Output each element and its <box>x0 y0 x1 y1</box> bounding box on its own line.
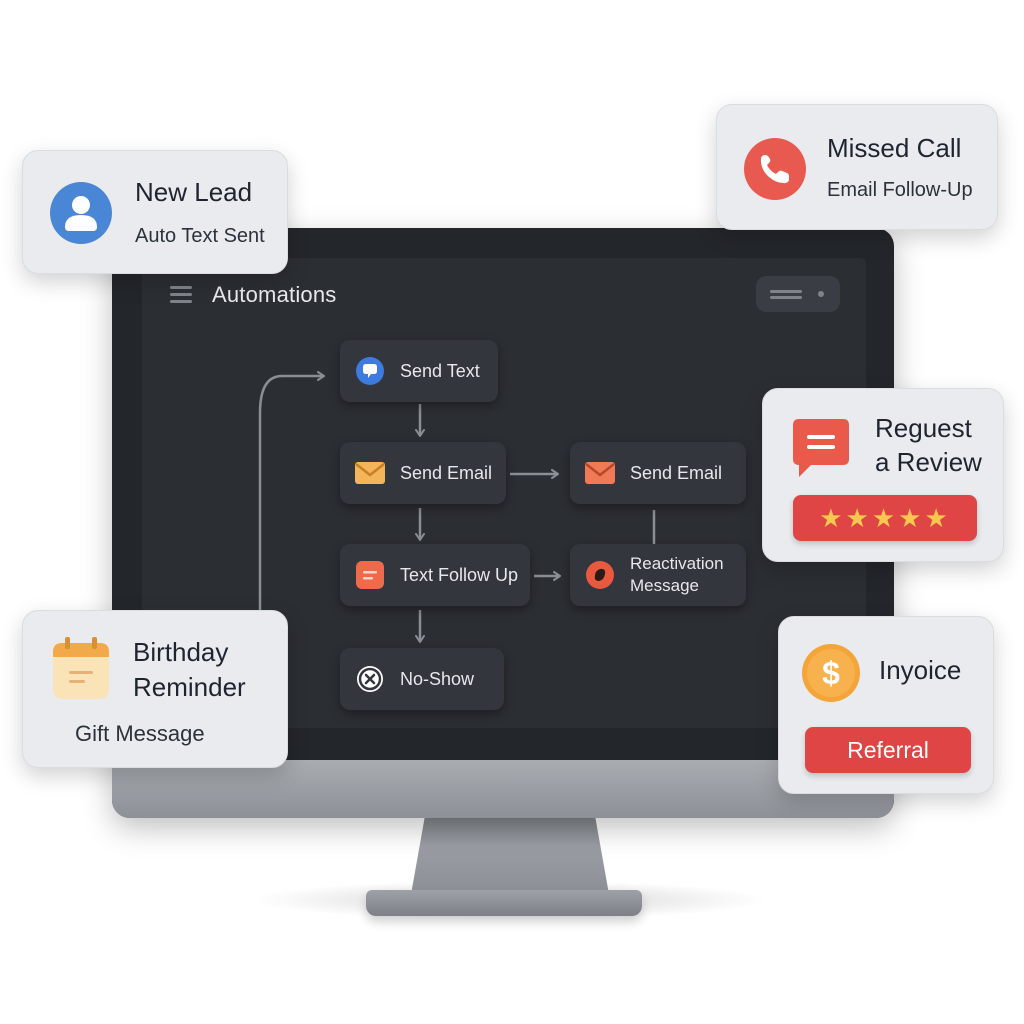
node-label: No-Show <box>400 669 475 689</box>
node-label: Send Email <box>400 463 493 483</box>
card-title: Missed Call <box>827 133 962 163</box>
envelope-icon <box>354 457 386 489</box>
calendar-icon <box>51 635 111 706</box>
flow-node-reactivation-message[interactable]: Reactivation Message <box>570 544 746 606</box>
monitor-chin <box>112 760 894 818</box>
card-subtitle: Email Follow-Up <box>827 179 973 201</box>
card-subtitle: Gift Message <box>75 721 205 746</box>
flow-connectors <box>258 371 656 643</box>
page-title: Automations <box>212 282 337 307</box>
button-label: Referral <box>847 736 929 763</box>
card-title: Reguest a Review <box>875 413 982 477</box>
flow-node-send-text[interactable]: Send Text <box>340 340 498 402</box>
rating-stars[interactable]: ★★★★★ <box>793 495 977 541</box>
flow-node-send-email[interactable]: Send Email <box>340 442 506 504</box>
menu-icon[interactable] <box>170 286 194 304</box>
card-subtitle: Auto Text Sent <box>135 225 265 247</box>
message-icon <box>791 417 851 484</box>
node-label: Send Email <box>630 463 723 483</box>
header-menu-button[interactable] <box>756 276 840 312</box>
node-label: Send Text <box>400 361 480 381</box>
user-icon <box>49 181 113 250</box>
star-rating: ★★★★★ <box>819 502 951 533</box>
x-circle-icon <box>354 663 386 695</box>
monitor-base <box>366 890 642 916</box>
node-label: Text Follow Up <box>400 565 519 585</box>
card-new-lead[interactable]: New Lead Auto Text Sent <box>22 150 288 274</box>
referral-button[interactable]: Referral <box>805 727 971 773</box>
node-label: Reactivation Message <box>630 554 724 595</box>
monitor-stand <box>410 810 610 900</box>
card-title: Birthday Reminder <box>133 637 246 702</box>
card-invoice[interactable]: $ Inyoice Referral <box>778 616 994 794</box>
blob-icon <box>584 559 616 591</box>
dollar-icon: $ <box>801 643 861 708</box>
svg-text:$: $ <box>822 655 840 691</box>
envelope-icon <box>584 457 616 489</box>
chat-bubble-icon <box>354 355 386 387</box>
flow-node-send-email-2[interactable]: Send Email <box>570 442 746 504</box>
card-missed-call[interactable]: Missed Call Email Follow-Up <box>716 104 998 230</box>
card-birthday-reminder[interactable]: Birthday Reminder Gift Message <box>22 610 288 768</box>
flow-node-text-follow-up[interactable]: Text Follow Up <box>340 544 530 606</box>
card-title: New Lead <box>135 177 253 207</box>
card-title: Inyoice <box>879 655 962 685</box>
flow-node-no-show[interactable]: No-Show <box>340 648 504 710</box>
message-lines-icon <box>354 559 386 591</box>
card-request-review[interactable]: Reguest a Review ★★★★★ <box>762 388 1004 562</box>
phone-icon <box>743 137 807 206</box>
